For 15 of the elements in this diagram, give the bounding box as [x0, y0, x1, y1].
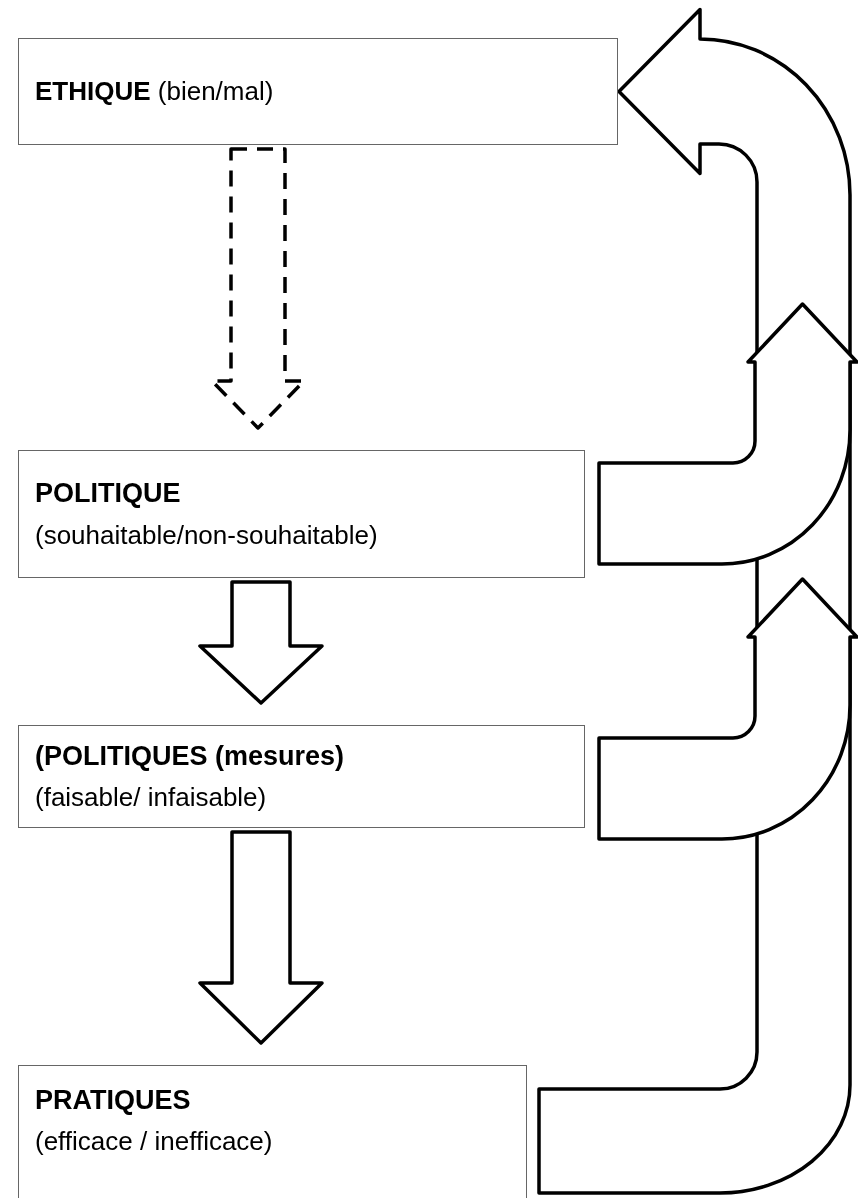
box-text: (faisable/ infaisable) [35, 782, 268, 814]
box-heading: PRATIQUES [35, 1084, 192, 1117]
block-arrow [198, 580, 324, 705]
process-box [18, 1065, 527, 1198]
block-arrow [597, 577, 858, 841]
box-text: (efficace / inefficace) [35, 1126, 274, 1158]
box-text: (souhaitable/non-souhaitable) [35, 519, 379, 551]
box-heading: POLITIQUE [35, 477, 182, 510]
process-box [18, 450, 585, 578]
process-box [18, 725, 585, 828]
process-box [18, 38, 618, 145]
block-arrow [198, 830, 324, 1045]
box-heading: (POLITIQUES (mesures) [35, 739, 346, 773]
box-text: ETHIQUE (bien/mal) [35, 75, 275, 108]
block-arrow [597, 302, 858, 566]
